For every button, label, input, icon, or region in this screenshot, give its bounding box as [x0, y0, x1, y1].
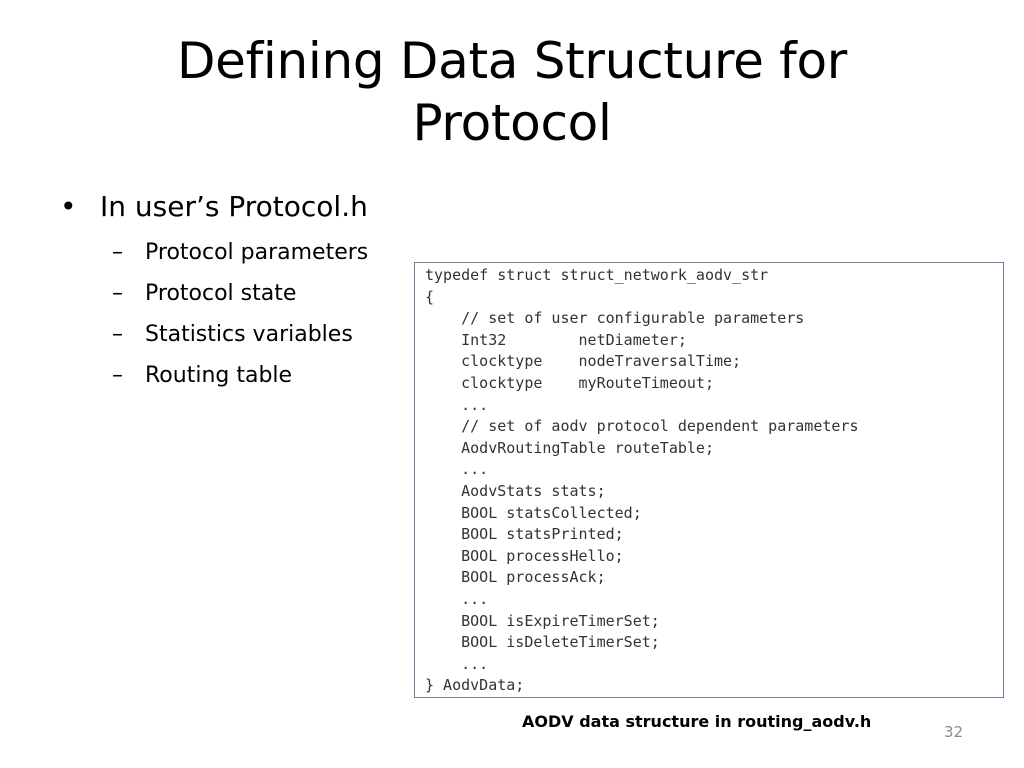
- code-line: ...: [425, 460, 489, 479]
- code-listing: typedef struct struct_network_aodv_str {…: [414, 262, 1004, 698]
- sub-bullet-item: – Protocol state: [112, 273, 420, 314]
- bullet-text: In user’s Protocol.h: [100, 190, 368, 223]
- sub-bullet-marker: –: [112, 240, 123, 265]
- sub-bullet-item: – Routing table: [112, 355, 420, 396]
- code-line: ...: [425, 589, 489, 608]
- sub-bullet-marker: –: [112, 322, 123, 347]
- code-line: BOOL processAck;: [425, 568, 606, 587]
- sub-bullet-marker: –: [112, 281, 123, 306]
- page-number: 32: [944, 723, 964, 741]
- sub-bullet-text: Routing table: [145, 363, 293, 388]
- sub-bullet-item: – Statistics variables: [112, 314, 420, 355]
- sub-bullet-item: – Protocol parameters: [112, 232, 420, 273]
- bullet-marker: •: [60, 190, 77, 223]
- sub-bullet-marker: –: [112, 363, 123, 388]
- bullet-item: • In user’s Protocol.h: [60, 188, 420, 226]
- code-line: {: [425, 287, 435, 306]
- code-line: AodvRoutingTable routeTable;: [425, 438, 714, 457]
- sub-bullet-text: Protocol parameters: [145, 240, 369, 265]
- sub-bullet-text: Statistics variables: [145, 322, 353, 347]
- sub-bullet-list: – Protocol parameters – Protocol state –…: [60, 232, 420, 396]
- code-line: ...: [425, 395, 489, 414]
- slide-title-line-1: Defining Data Structure for: [176, 32, 848, 90]
- code-line: Int32 netDiameter;: [425, 330, 687, 349]
- code-line: clocktype myRouteTimeout;: [425, 373, 714, 392]
- code-line: AodvStats stats;: [425, 481, 606, 500]
- slide-title-line-2: Protocol: [412, 94, 612, 152]
- code-line: } AodvData;: [425, 676, 525, 695]
- code-caption: AODV data structure in routing_aodv.h: [522, 712, 872, 731]
- code-line: BOOL statsPrinted;: [425, 525, 624, 544]
- code-line: BOOL processHello;: [425, 546, 624, 565]
- code-line: BOOL isExpireTimerSet;: [425, 611, 660, 630]
- code-line: BOOL isDeleteTimerSet;: [425, 633, 660, 652]
- sub-bullet-text: Protocol state: [145, 281, 297, 306]
- code-line: ...: [425, 654, 489, 673]
- bullet-list: • In user’s Protocol.h – Protocol parame…: [60, 188, 420, 396]
- code-line: // set of aodv protocol dependent parame…: [425, 417, 859, 436]
- slide-title: Defining Data Structure for Protocol: [0, 30, 1024, 154]
- code-line: typedef struct struct_network_aodv_str: [425, 266, 769, 284]
- code-line: clocktype nodeTraversalTime;: [425, 352, 742, 371]
- code-line: // set of user configurable parameters: [425, 309, 805, 328]
- code-line: BOOL statsCollected;: [425, 503, 642, 522]
